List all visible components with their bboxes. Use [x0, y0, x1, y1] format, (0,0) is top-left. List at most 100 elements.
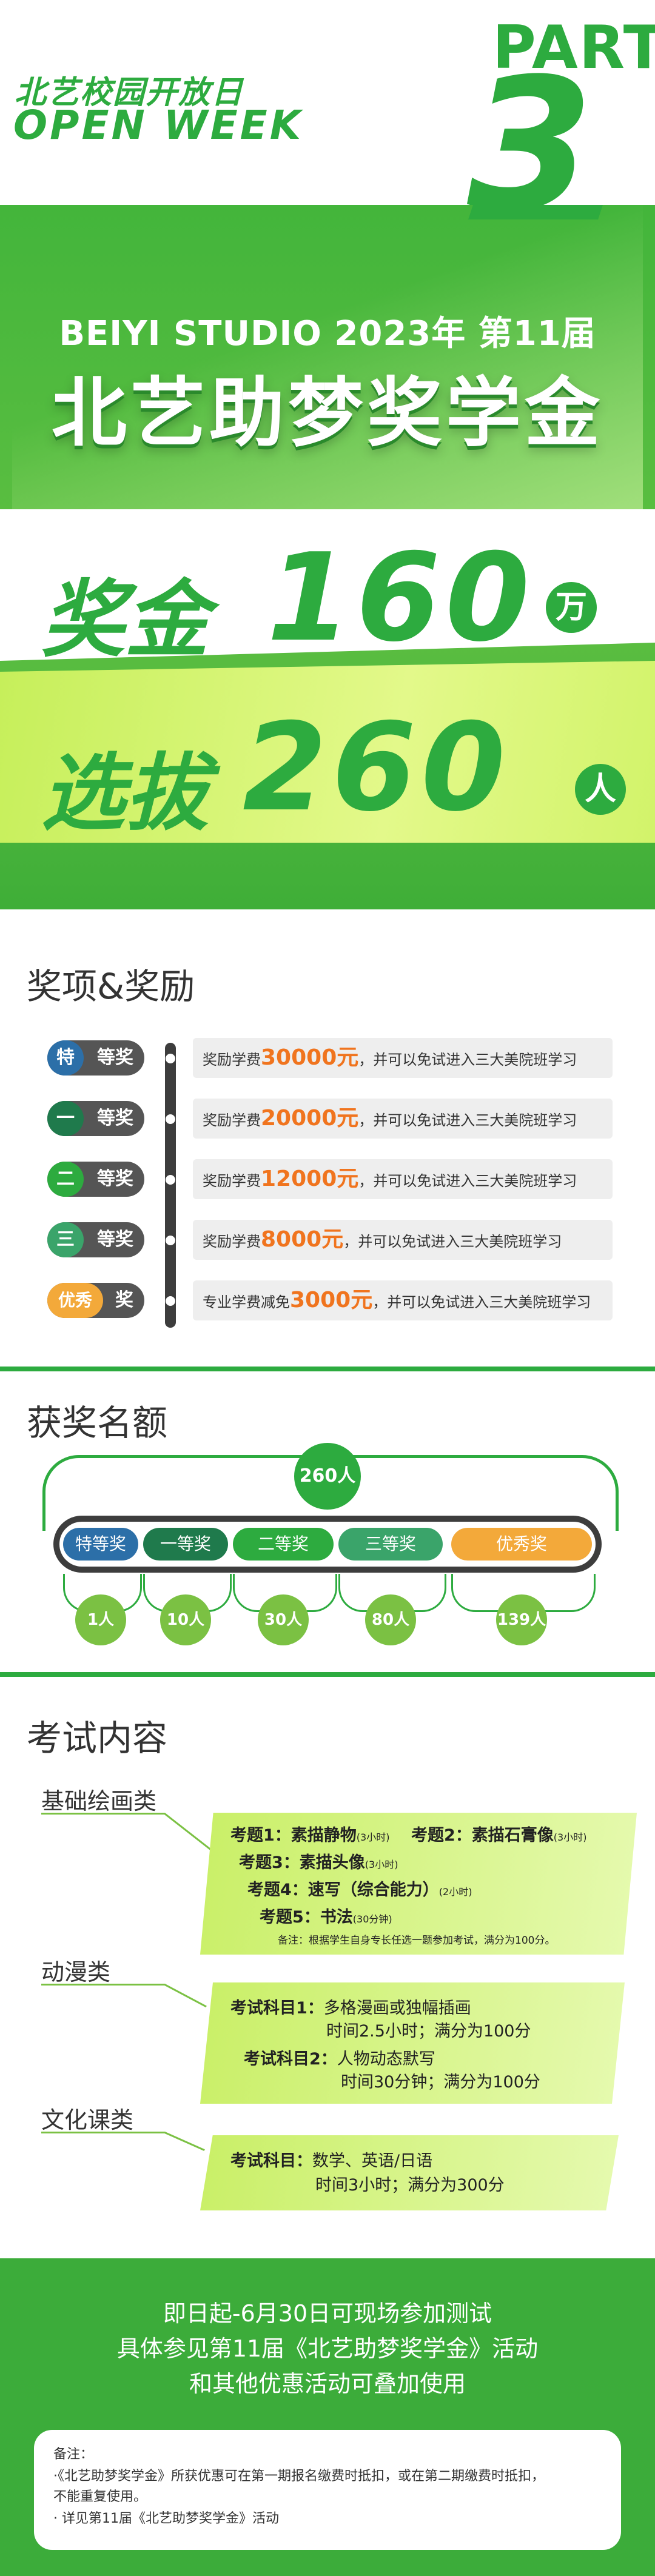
award-suffix: ，并可以免试进入三大美院班学习	[358, 1051, 577, 1068]
notes-item-1: ·《北艺助梦奖学金》所获优惠可在第一期报名缴费时抵扣，或在第二期缴费时抵扣，	[53, 2469, 545, 2484]
notes-item-1-cont: 不能重复使用。	[53, 2489, 147, 2504]
part-number: 3	[467, 39, 594, 251]
award-suffix: ，并可以免试进入三大美院班学习	[358, 1112, 577, 1129]
exam-q2: 考题2：素描石膏像(3小时)	[411, 1822, 586, 1845]
exam-basic-note: 备注：根据学生自身专长任选一题参加考试，满分为100分。	[278, 1935, 556, 1947]
selection-band	[0, 661, 655, 843]
prize-amount: 160	[267, 527, 535, 669]
category-underline	[41, 1984, 165, 1986]
q4-text: 速写（综合能力）	[307, 1881, 439, 1899]
exam-anime-s1: 考试科目1：多格漫画或独幅插画	[230, 1995, 471, 2018]
award-amount: 12000元	[261, 1166, 359, 1191]
tag-second-award: 二等奖	[233, 1528, 334, 1561]
part-number-underline	[468, 205, 603, 219]
awards-section-title: 奖项&奖励	[27, 966, 195, 1007]
q2-text: 素描石膏像	[471, 1826, 554, 1845]
exam-category-culture: 文化课类	[41, 2107, 134, 2133]
award-badge: 三	[47, 1222, 84, 1257]
prize-band	[0, 509, 655, 661]
s1-text: 多格漫画或独幅插画	[323, 1999, 471, 2018]
rail-dot	[165, 1174, 176, 1185]
q4-time: (2小时)	[438, 1886, 472, 1898]
exam-category-anime: 动漫类	[41, 1959, 111, 1986]
q5-time: (30分钟)	[352, 1913, 392, 1925]
q1-time: (3小时)	[356, 1832, 390, 1843]
award-prefix: 奖励学费	[203, 1233, 261, 1250]
exam-box-anime	[200, 1982, 625, 2104]
award-suffix: ，并可以免试进入三大美院班学习	[372, 1294, 591, 1311]
rail-dot	[165, 1235, 176, 1246]
exam-section-title: 考试内容	[27, 1718, 168, 1759]
award-badge: 特	[47, 1040, 84, 1076]
award-pill: 优秀 奖	[47, 1283, 144, 1318]
tag-special-award: 特等奖	[63, 1528, 138, 1561]
award-name: 奖	[115, 1290, 133, 1311]
award-prefix: 奖励学费	[203, 1112, 261, 1129]
counts-section-title: 获奖名额	[27, 1402, 168, 1444]
s1-label: 考试科目1：	[230, 1999, 324, 2018]
count-excellent: 139人	[496, 1594, 547, 1645]
award-name: 等奖	[97, 1229, 133, 1250]
notes-title: 备注：	[53, 2447, 94, 2462]
tag-excellent-award: 优秀奖	[451, 1528, 592, 1561]
notes-box	[34, 2430, 621, 2550]
award-description: 专业学费减免3000元，并可以免试进入三大美院班学习	[193, 1280, 613, 1320]
prize-unit-badge: 万	[546, 582, 597, 633]
footer-line-3: 和其他优惠活动可叠加使用	[189, 2370, 466, 2397]
award-prefix: 奖励学费	[203, 1051, 261, 1068]
q2-label: 考题2：	[411, 1826, 472, 1845]
exam-anime-s2: 考试科目2：人物动态默写	[244, 2046, 435, 2069]
exam-box-basic	[200, 1813, 637, 1955]
footer-line-1: 即日起-6月30日可现场参加测试	[163, 2300, 492, 2327]
award-amount: 30000元	[261, 1045, 359, 1070]
footer-line-2: 具体参见第11届《北艺助梦奖学金》活动	[116, 2335, 539, 2362]
q5-label: 考题5：	[260, 1908, 320, 1927]
q1-label: 考题1：	[230, 1826, 291, 1845]
q2-time: (3小时)	[553, 1832, 587, 1843]
award-suffix: ，并可以免试进入三大美院班学习	[358, 1173, 577, 1189]
award-description: 奖励学费12000元，并可以免试进入三大美院班学习	[193, 1159, 613, 1199]
award-name: 等奖	[97, 1168, 133, 1189]
award-name: 等奖	[97, 1047, 133, 1068]
culture-text: 数学、英语/日语	[312, 2152, 433, 2170]
tag-first-award: 一等奖	[143, 1528, 228, 1561]
total-count-badge: 260人	[294, 1443, 361, 1510]
notes-item-2: · 详见第11届《北艺助梦奖学金》活动	[53, 2511, 279, 2526]
rail-dot	[165, 1053, 176, 1064]
q3-label: 考题3：	[239, 1853, 300, 1872]
award-tags-frame	[53, 1516, 602, 1573]
selection-label: 选拔	[41, 744, 209, 842]
section-divider	[0, 1367, 655, 1371]
award-pill: 一 等奖	[47, 1101, 144, 1136]
award-prefix: 专业学费减免	[203, 1294, 290, 1311]
hero-subtitle: BEIYI STUDIO 2023年 第11届	[59, 314, 596, 353]
logo-english: OPEN WEEK	[13, 102, 303, 149]
award-amount: 3000元	[290, 1288, 373, 1313]
count-first: 10人	[160, 1594, 211, 1645]
award-row-excellent: 优秀 奖 专业学费减免3000元，并可以免试进入三大美院班学习	[0, 1280, 655, 1324]
q3-time: (3小时)	[364, 1859, 398, 1870]
selection-count: 260	[243, 697, 511, 838]
count-second: 30人	[258, 1594, 309, 1645]
award-row-third: 三 等奖 奖励学费8000元，并可以免试进入三大美院班学习	[0, 1220, 655, 1263]
s2-text: 人物动态默写	[337, 2050, 435, 2069]
category-underline	[41, 1813, 165, 1815]
award-description: 奖励学费8000元，并可以免试进入三大美院班学习	[193, 1220, 613, 1260]
category-underline	[41, 2132, 165, 2133]
part-label: PART	[492, 13, 655, 82]
category-connector	[164, 2132, 205, 2152]
award-pill: 二 等奖	[47, 1162, 144, 1197]
q3-text: 素描头像	[299, 1853, 365, 1872]
q1-text: 素描静物	[291, 1826, 357, 1845]
tag-third-award: 三等奖	[338, 1528, 443, 1561]
selection-unit-badge: 人	[575, 764, 626, 815]
award-badge: 一	[47, 1101, 84, 1136]
exam-culture-subject: 考试科目：数学、英语/日语	[230, 2147, 432, 2171]
award-amount: 8000元	[261, 1227, 344, 1252]
award-badge: 二	[47, 1162, 84, 1197]
prize-label: 奖金	[41, 571, 209, 669]
award-row-first: 一 等奖 奖励学费20000元，并可以免试进入三大美院班学习	[0, 1099, 655, 1142]
exam-q1: 考题1：素描静物(3小时)	[230, 1822, 389, 1845]
award-suffix: ，并可以免试进入三大美院班学习	[343, 1233, 562, 1250]
award-badge: 优秀	[47, 1283, 103, 1318]
